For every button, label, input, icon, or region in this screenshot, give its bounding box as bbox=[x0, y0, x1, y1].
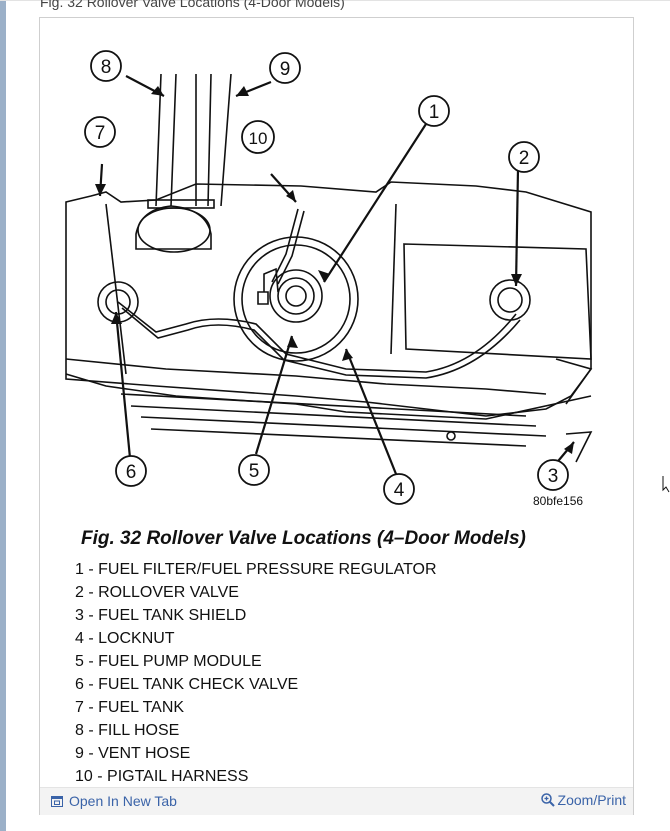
svg-text:5: 5 bbox=[249, 461, 260, 482]
callout-9: 9 bbox=[269, 52, 301, 84]
legend-item: 5 - FUEL PUMP MODULE bbox=[75, 653, 262, 670]
legend-item: 3 - FUEL TANK SHIELD bbox=[75, 607, 247, 624]
callout-3: 3 bbox=[537, 459, 569, 491]
magnifier-plus-icon bbox=[540, 793, 555, 807]
figure-title: Fig. 32 Rollover Valve Locations (4–Door… bbox=[81, 528, 526, 549]
pigtail-harness bbox=[271, 208, 305, 285]
callout-4: 4 bbox=[383, 473, 415, 505]
mouse-cursor-icon bbox=[662, 476, 670, 493]
legend-list: 1 - FUEL FILTER/FUEL PRESSURE REGULATOR … bbox=[75, 560, 437, 790]
figure-footer: Open In New Tab Zoom/Print bbox=[40, 787, 633, 815]
legend-item: 10 - PIGTAIL HARNESS bbox=[75, 768, 249, 785]
legend-item: 7 - FUEL TANK bbox=[75, 699, 185, 716]
svg-text:1: 1 bbox=[429, 102, 440, 123]
legend-item: 9 - VENT HOSE bbox=[75, 745, 191, 762]
callout-5: 5 bbox=[238, 454, 270, 486]
image-code: 80bfe156 bbox=[533, 494, 583, 508]
svg-text:3: 3 bbox=[548, 466, 559, 487]
callout-7: 7 bbox=[84, 116, 116, 148]
figure-caption-top: Fig. 32 Rollover Valve Locations (4-Door… bbox=[40, 0, 345, 10]
callout-1: 1 bbox=[418, 95, 450, 127]
callout-8: 8 bbox=[90, 50, 122, 82]
callout-10: 10 bbox=[241, 120, 275, 154]
fuel-pump-module bbox=[233, 236, 359, 362]
callout-6: 6 bbox=[115, 455, 147, 487]
svg-text:9: 9 bbox=[280, 59, 291, 80]
legend-item: 4 - LOCKNUT bbox=[75, 630, 175, 647]
page-left-border bbox=[0, 0, 6, 831]
fuel-tank-diagram: 1 2 3 4 5 6 7 8 9 10 80bfe156 bbox=[65, 50, 593, 508]
zoom-print-label: Zoom/Print bbox=[557, 792, 626, 808]
svg-text:4: 4 bbox=[394, 480, 405, 501]
filler-neck bbox=[135, 205, 212, 250]
svg-text:6: 6 bbox=[126, 462, 137, 483]
rollover-valve bbox=[489, 279, 531, 321]
external-window-icon bbox=[51, 795, 63, 807]
legend-item: 2 - ROLLOVER VALVE bbox=[75, 584, 239, 601]
legend-item: 1 - FUEL FILTER/FUEL PRESSURE REGULATOR bbox=[75, 561, 437, 578]
vent-line bbox=[117, 301, 517, 373]
legend-item: 8 - FILL HOSE bbox=[75, 722, 180, 739]
svg-text:8: 8 bbox=[101, 57, 112, 78]
fuel-tank-outline bbox=[65, 181, 592, 417]
zoom-print-link[interactable]: Zoom/Print bbox=[540, 792, 626, 808]
svg-text:10: 10 bbox=[249, 129, 268, 148]
legend-item: 6 - FUEL TANK CHECK VALVE bbox=[75, 676, 299, 693]
svg-text:7: 7 bbox=[95, 123, 106, 144]
svg-text:2: 2 bbox=[519, 148, 530, 169]
open-in-new-tab-link[interactable]: Open In New Tab bbox=[51, 793, 177, 809]
open-in-new-tab-label: Open In New Tab bbox=[69, 793, 177, 809]
callout-2: 2 bbox=[508, 141, 540, 173]
top-divider bbox=[0, 0, 670, 1]
